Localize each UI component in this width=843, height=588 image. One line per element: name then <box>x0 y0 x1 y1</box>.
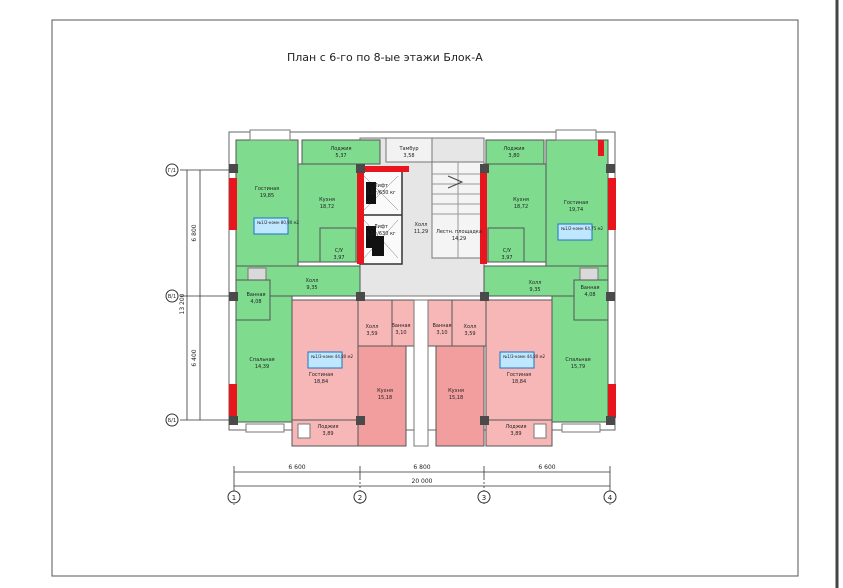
room-area: 19,85 <box>260 193 274 199</box>
dim-segment-3: 6 600 <box>538 464 555 471</box>
axis-col-4: 4 <box>608 494 613 502</box>
room-labels: Лоджия 5,37 Тамбур 3,58 Лоджия 3,80 Гост… <box>246 146 599 437</box>
room-area: 1,1т/630 кг <box>366 231 396 237</box>
apartment-tag-tl: №1/2-комн 80,90 м2 <box>257 220 300 225</box>
room-name: Спальная <box>565 357 590 363</box>
room-name: Лоджия <box>317 424 338 430</box>
room-name: Холл <box>306 278 319 284</box>
room-name: Кухня <box>319 197 335 203</box>
apartment-tag-br: №1/3-комн 44,80 м2 <box>503 354 546 359</box>
room-name: С/У <box>335 248 343 254</box>
axis-bubbles-columns: 1 2 3 4 <box>227 490 617 504</box>
room-name: Кухня <box>448 388 464 394</box>
room-name: Холл <box>366 324 379 330</box>
room-area: 18,72 <box>320 204 334 210</box>
axis-bubbles-rows: Г/1 В/1 Б/1 <box>165 163 179 427</box>
room-name: Кухня <box>377 388 393 394</box>
room-area: 3,97 <box>501 255 512 261</box>
structural-columns <box>229 164 615 425</box>
room-name: Лифт <box>374 224 388 230</box>
apartment-tags: №1/2-комн 80,90 м2 №1/2-комн 64,75 м2 №1… <box>253 217 604 369</box>
room-area: 3,97 <box>333 255 344 261</box>
tambour <box>385 137 433 163</box>
room-area: 3,59 <box>366 331 377 337</box>
room-area: 4,08 <box>250 299 261 305</box>
room-area: 19,74 <box>569 207 583 213</box>
apartment-tag-bl: №1/3-комн 44,80 м2 <box>311 354 354 359</box>
room-area: 3,80 <box>508 153 519 159</box>
room-name: С/У <box>503 248 511 254</box>
room-name: Гостиная <box>507 372 531 378</box>
dimension-labels-left: 6 800 6 400 13 200 <box>179 224 198 366</box>
room-area: 3,10 <box>395 330 406 336</box>
axis-row-g: Г/1 <box>168 168 176 174</box>
room-area: 1,1т/630 кг <box>366 190 396 196</box>
room-area: 9,35 <box>529 287 540 293</box>
room-name: Ванная <box>432 323 451 329</box>
axis-row-b: Б/1 <box>168 418 176 424</box>
room-name: Гостиная <box>564 200 588 206</box>
axis-col-3: 3 <box>482 494 486 502</box>
room-area: 18,84 <box>512 379 526 385</box>
dim-segment-1: 6 600 <box>288 464 305 471</box>
room-name: Лестн. площадка <box>436 229 482 235</box>
dim-total: 20 000 <box>412 478 433 485</box>
apartment-bottom-right <box>427 299 553 447</box>
party-wall-gap <box>413 299 429 447</box>
room-area: 3,89 <box>322 431 333 437</box>
axis-row-v: В/1 <box>168 294 176 300</box>
room-area: 3,89 <box>510 431 521 437</box>
room-name: Ванная <box>246 292 265 298</box>
room-area: 4,08 <box>584 292 595 298</box>
room-area: 15,79 <box>571 364 585 370</box>
room-name: Лоджия <box>330 146 351 152</box>
axis-col-2: 2 <box>358 494 362 502</box>
room-name: Кухня <box>513 197 529 203</box>
apartment-right-bedroom <box>551 279 609 433</box>
apartment-top-right <box>483 129 609 297</box>
dimension-labels-bottom: 6 600 6 800 6 600 20 000 <box>288 464 555 485</box>
dimension-lines-left <box>180 169 229 421</box>
room-area: 3,10 <box>436 330 447 336</box>
room-area: 5,37 <box>335 153 346 159</box>
room-name: Ванная <box>391 323 410 329</box>
room-area: 18,72 <box>514 204 528 210</box>
room-name: Холл <box>464 324 477 330</box>
room-area: 14,29 <box>452 236 466 242</box>
room-area: 3,58 <box>403 153 414 159</box>
room-area: 15,18 <box>449 395 463 401</box>
staircase <box>431 161 485 259</box>
room-name: Гостиная <box>255 186 279 192</box>
apartment-left-bedroom <box>235 279 293 433</box>
dim-segment-2: 6 800 <box>413 464 430 471</box>
dimension-lines-bottom <box>233 466 611 505</box>
room-name: Ванная <box>580 285 599 291</box>
drawing-frame <box>51 19 799 577</box>
room-area: 11,29 <box>414 229 428 235</box>
room-name: Лоджия <box>505 424 526 430</box>
room-area: 18,84 <box>314 379 328 385</box>
room-name: Тамбур <box>398 146 418 152</box>
room-area: 14,39 <box>255 364 269 370</box>
room-name: Лоджия <box>503 146 524 152</box>
dim-left-2: 6 400 <box>191 349 198 366</box>
apartment-tag-tr: №1/2-комн 64,75 м2 <box>561 226 604 231</box>
dim-left-total: 13 200 <box>179 293 186 314</box>
highlighted-walls <box>229 140 616 418</box>
plan-title: План с 6-го по 8-ые этажи Блок-А <box>287 51 483 64</box>
room-area: 15,18 <box>378 395 392 401</box>
room-name: Гостиная <box>309 372 333 378</box>
room-area: 9,35 <box>306 285 317 291</box>
room-area: 3,59 <box>464 331 475 337</box>
room-name: Спальная <box>249 357 274 363</box>
room-name: Лифт <box>374 183 388 189</box>
room-name: Холл <box>529 280 542 286</box>
axis-col-1: 1 <box>232 494 236 502</box>
room-name: Холл <box>415 222 428 228</box>
dim-left-1: 6 800 <box>191 224 198 241</box>
